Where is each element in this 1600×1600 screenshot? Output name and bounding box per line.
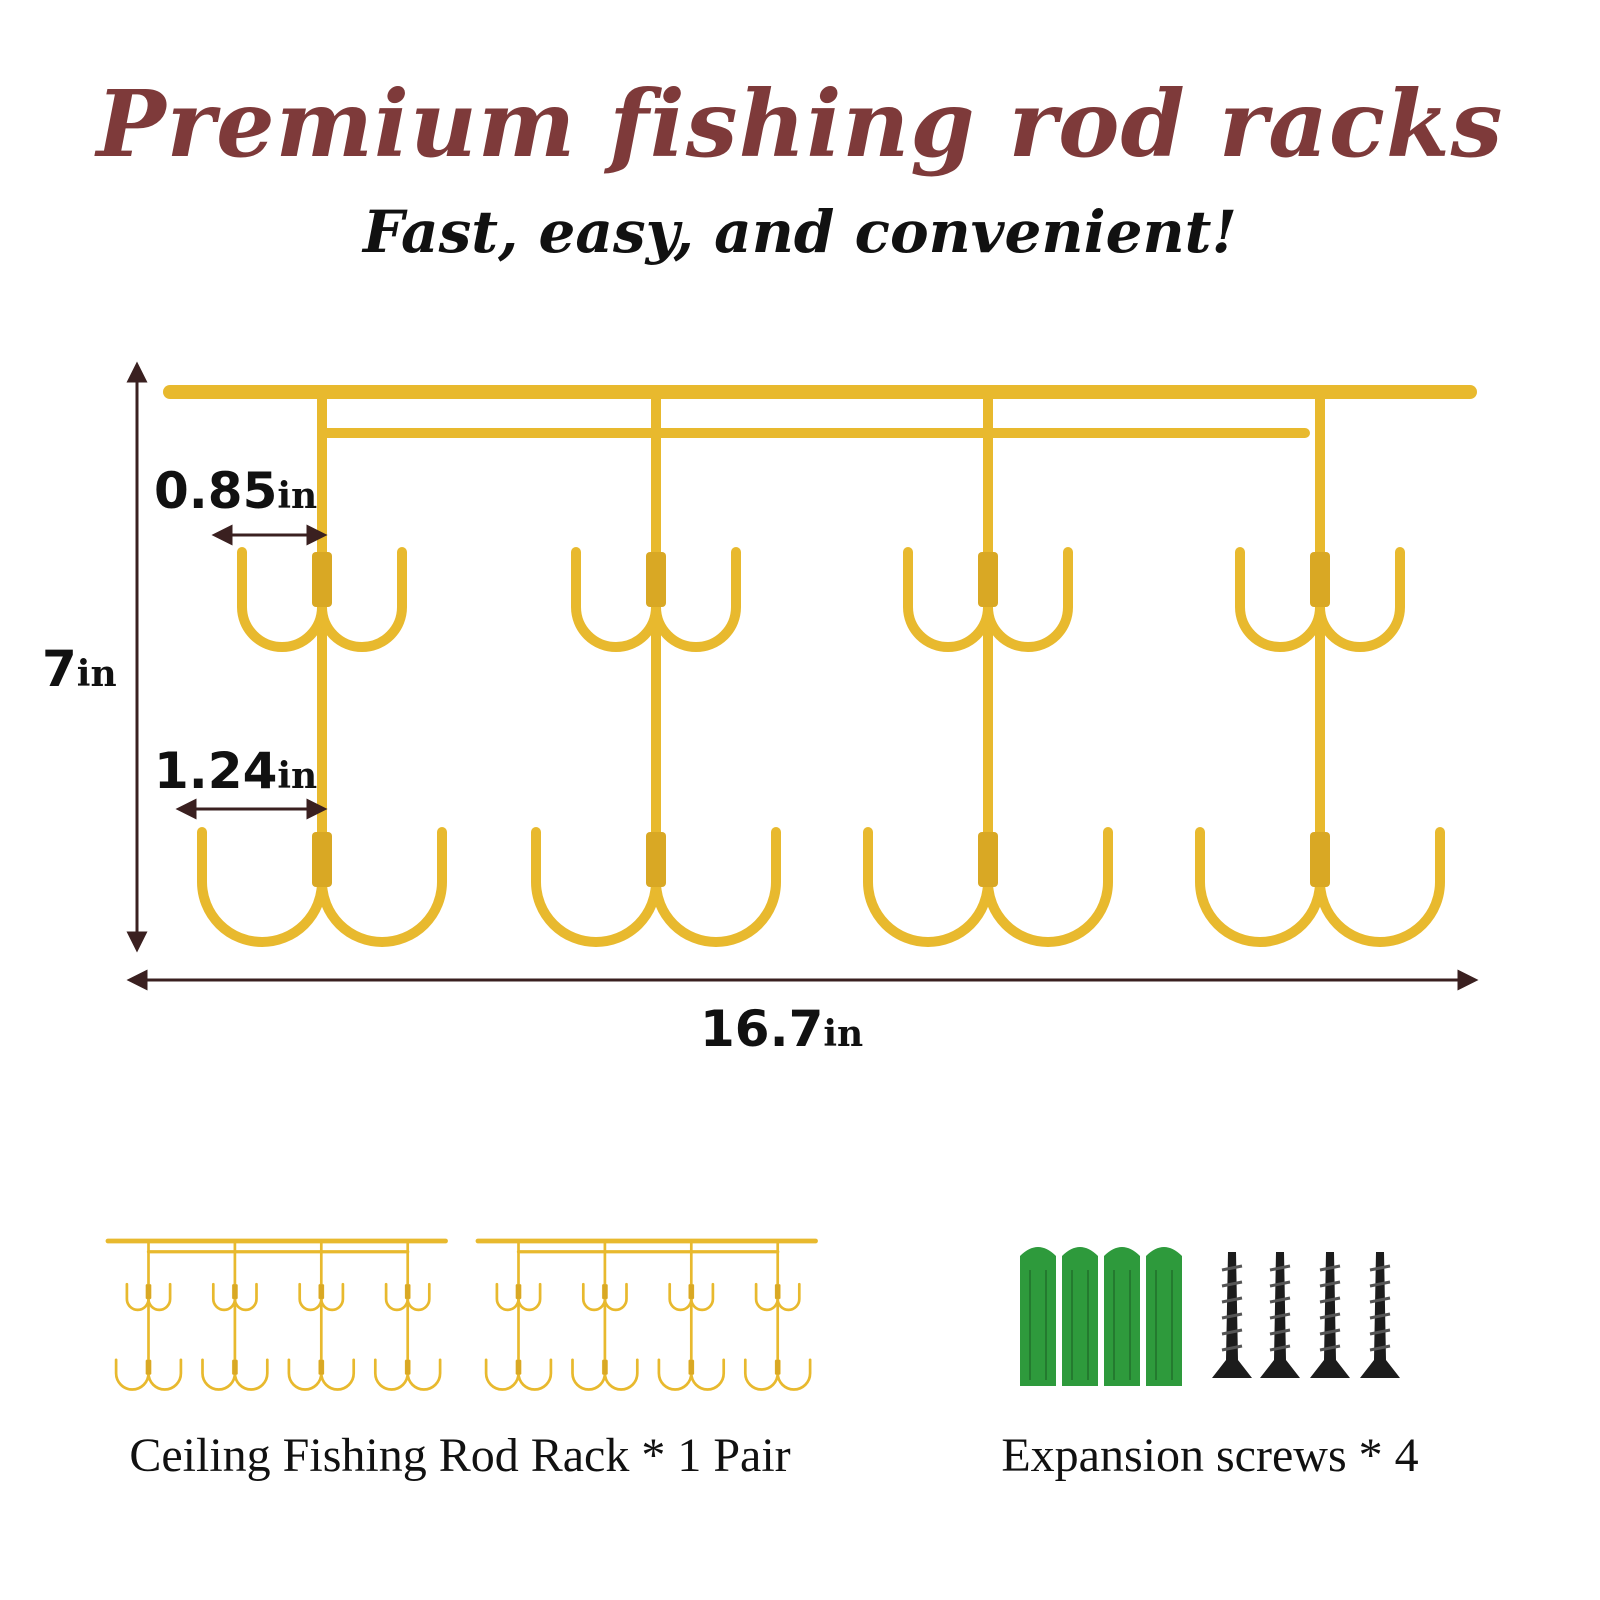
anchor-1 [1020,1247,1056,1386]
hook-pair-3 [868,392,1108,942]
width-label: 16.7in [700,1000,863,1058]
small-rack-2 [475,1238,818,1391]
hook-pair-2 [536,392,776,942]
small-rack-1 [105,1238,448,1391]
width-unit: in [823,1013,864,1055]
screw-2 [1260,1252,1300,1378]
height-label: 7in [42,640,117,698]
screw-1 [1212,1252,1252,1378]
top-hook-value: 0.85 [154,462,278,520]
bottom-hook-label: 1.24in [154,742,317,800]
height-value: 7 [42,640,77,698]
screw-4 [1360,1252,1400,1378]
expansion-anchors [1020,1247,1182,1386]
screw-3 [1310,1252,1350,1378]
top-hook-label: 0.85in [154,462,317,520]
anchor-4 [1146,1247,1182,1386]
screws [1212,1252,1400,1378]
top-hook-unit: in [277,475,318,517]
width-value: 16.7 [700,1000,824,1058]
hook-pair-4 [1200,392,1440,942]
bottom-hook-unit: in [277,755,318,797]
page-title: Premium fishing rod racks [96,70,1504,178]
screws-caption: Expansion screws * 4 [1001,1429,1419,1482]
main-rack [163,385,1477,942]
height-unit: in [76,653,117,695]
page-subtitle: Fast, easy, and convenient! [363,198,1237,266]
package-racks [105,1238,818,1391]
bottom-hook-value: 1.24 [154,742,278,800]
anchor-3 [1104,1247,1140,1386]
rack-caption: Ceiling Fishing Rod Rack * 1 Pair [129,1429,791,1482]
anchor-2 [1062,1247,1098,1386]
